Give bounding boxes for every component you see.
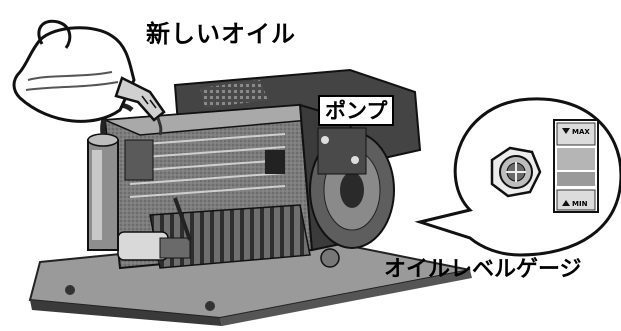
- gauge-min-text: MIN: [572, 200, 588, 208]
- oil-jug-icon: [12, 19, 166, 136]
- oil-level-gauge-window: MAX MIN: [553, 119, 599, 213]
- oil-level-gauge-label: オイルレベルゲージ: [384, 257, 582, 282]
- oil-reservoir: [87, 102, 134, 251]
- min-arrow-icon: [562, 200, 570, 206]
- pump-body: [103, 103, 395, 270]
- pump-label: ポンプ: [318, 95, 395, 126]
- oil-cap-icon: [490, 146, 542, 198]
- max-arrow-icon: [562, 128, 570, 134]
- gauge-max-text: MAX: [572, 128, 590, 136]
- new-oil-label: 新しいオイル: [146, 20, 296, 48]
